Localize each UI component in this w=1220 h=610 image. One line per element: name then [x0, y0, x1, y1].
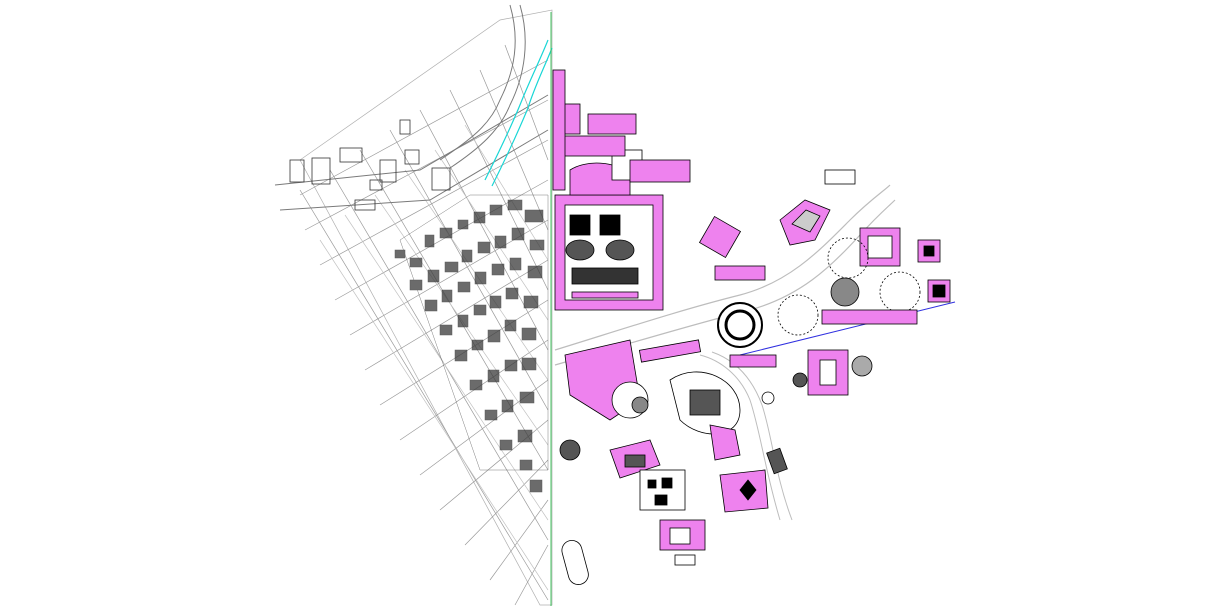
arena [717, 302, 763, 348]
buildings-central-south [559, 339, 873, 585]
buildings-northeast [698, 169, 951, 336]
dense-downtown-blocks [394, 194, 549, 493]
street-grid-west [274, 4, 553, 606]
axis-line [739, 301, 956, 356]
palace-complex [552, 69, 691, 311]
buildings-northwest [289, 119, 451, 211]
river [484, 39, 553, 187]
